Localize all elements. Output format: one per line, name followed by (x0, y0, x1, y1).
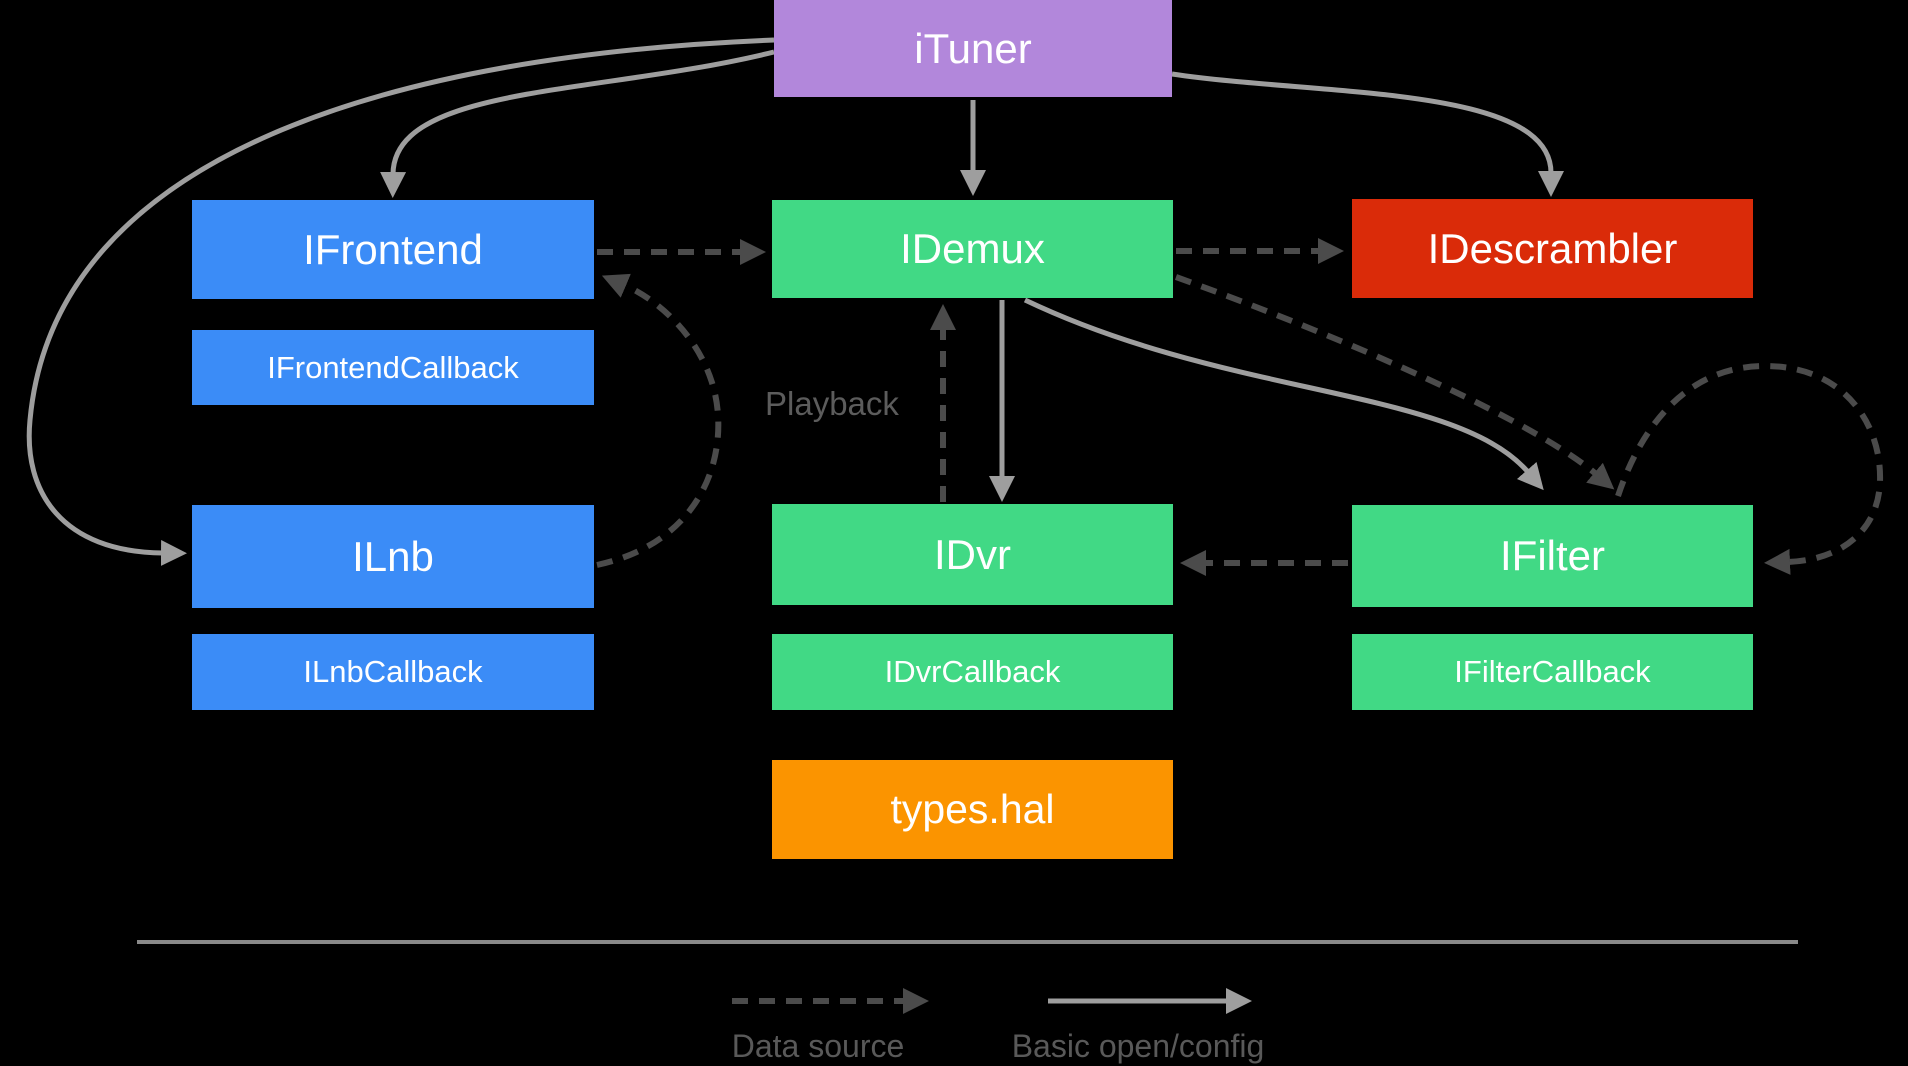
node-types-hal: types.hal (772, 760, 1173, 859)
node-ifrontend-callback-label: IFrontendCallback (267, 349, 519, 385)
legend-basic-open-config-label: Basic open/config (1011, 1028, 1265, 1064)
arrow-ituner-to-idescrambler (1171, 71, 1564, 197)
node-idvr: IDvr (772, 504, 1173, 605)
node-ilnb-callback: ILnbCallback (192, 634, 594, 710)
arrow-idemux-to-ifilter-data (1174, 274, 1615, 490)
arrow-ituner-to-ifrontend (380, 49, 775, 198)
arrow-idemux-to-ifilter (1023, 297, 1544, 491)
node-ifrontend-label: IFrontend (303, 225, 483, 273)
arrow-ilnb-to-ifrontend (596, 273, 722, 568)
node-idvr-callback: IDvrCallback (772, 634, 1173, 710)
dashed-arrows (596, 238, 1884, 576)
playback-edge-label: Playback (765, 385, 899, 422)
node-idvr-label: IDvr (934, 530, 1011, 578)
node-idescrambler-label: IDescrambler (1427, 224, 1678, 272)
node-ituner: iTuner (774, 0, 1172, 97)
node-ifilter-callback-label: IFilterCallback (1454, 654, 1651, 689)
node-types-hal-label: types.hal (890, 786, 1055, 832)
node-ifilter: IFilter (1352, 505, 1753, 607)
node-ifrontend-callback: IFrontendCallback (192, 330, 594, 405)
node-idemux: IDemux (772, 200, 1173, 298)
node-ilnb-label: ILnb (352, 532, 434, 580)
node-ilnb-callback-label: ILnbCallback (303, 654, 483, 689)
node-ilnb: ILnb (192, 505, 594, 608)
node-ifilter-label: IFilter (1500, 532, 1605, 579)
legend-data-source-label: Data source (731, 1028, 905, 1064)
node-idemux-label: IDemux (900, 225, 1045, 272)
arrow-ituner-to-ilnb (26, 37, 775, 566)
node-idvr-callback-label: IDvrCallback (884, 654, 1061, 689)
node-ituner-label: iTuner (914, 24, 1032, 72)
node-ifrontend: IFrontend (192, 200, 594, 299)
solid-arrows (26, 37, 1564, 566)
node-idescrambler: IDescrambler (1352, 199, 1753, 298)
node-ifilter-callback: IFilterCallback (1352, 634, 1753, 710)
